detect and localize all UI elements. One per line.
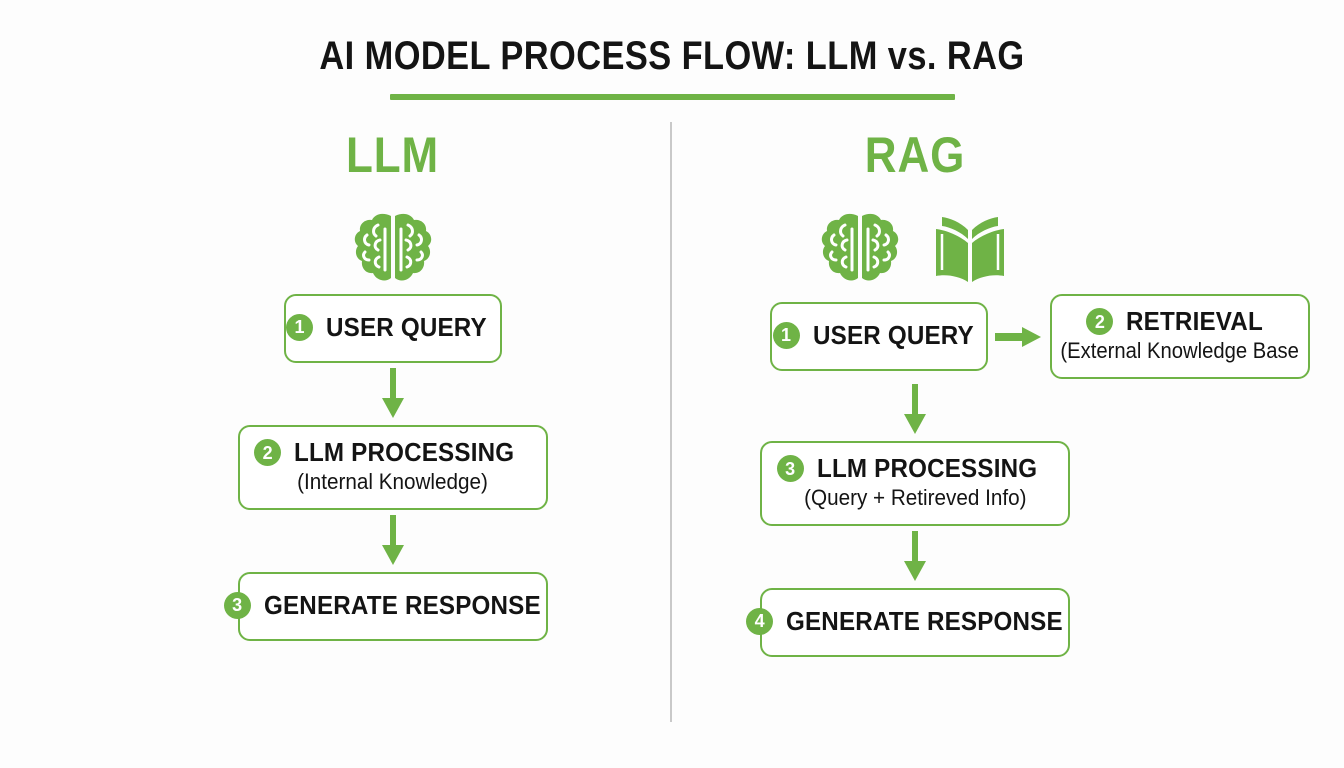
brain-icon — [351, 212, 435, 291]
llm-step-1-main: 1 USER QUERY — [286, 311, 499, 342]
rag-icon-row — [715, 208, 1115, 294]
llm-column-heading: LLM — [345, 127, 440, 183]
llm-arrow-2 — [380, 510, 406, 572]
llm-flow-stack: 1 USER QUERY 2 LLM PROCESSING (Internal … — [175, 294, 610, 641]
arrow-right-icon — [995, 326, 1041, 347]
step-title: LLM PROCESSING — [294, 437, 515, 468]
llm-step-generate-response[interactable]: 3 GENERATE RESPONSE — [223, 572, 548, 641]
step-title: GENERATE RESPONSE — [263, 589, 541, 620]
arrow-down-icon — [904, 531, 926, 581]
title-block: AI MODEL PROCESS FLOW: LLM vs. RAG — [0, 36, 1344, 100]
column-divider — [670, 122, 672, 722]
rag-arrow-2 — [902, 526, 928, 588]
step-badge: 1 — [286, 313, 314, 341]
step-badge: 2 — [254, 439, 282, 467]
rag-step-retrieval[interactable]: 2 RETRIEVAL (External Knowledge Base — [1050, 294, 1310, 379]
llm-step-2-main: 2 LLM PROCESSING — [254, 437, 531, 468]
rag-column: RAG — [715, 130, 1344, 657]
step-subtitle: (External Knowledge Base — [1060, 337, 1300, 363]
rag-arrow-1 — [902, 379, 928, 441]
rag-step-user-query[interactable]: 1 USER QUERY — [770, 302, 988, 371]
step-title: LLM PROCESSING — [816, 453, 1037, 484]
step-subtitle: (Query + Retireved Info) — [803, 484, 1027, 510]
step-title: RETRIEVAL — [1126, 306, 1264, 337]
llm-step-processing[interactable]: 2 LLM PROCESSING (Internal Knowledge) — [237, 425, 548, 510]
step-badge: 2 — [1086, 308, 1114, 336]
step-subtitle: (Internal Knowledge) — [297, 468, 488, 494]
llm-step-user-query[interactable]: 1 USER QUERY — [283, 294, 502, 363]
step-badge: 1 — [772, 321, 800, 349]
step-badge: 4 — [746, 607, 774, 635]
rag-step-4-main: 4 GENERATE RESPONSE — [746, 605, 1084, 636]
rag-arrow-retrieval — [988, 324, 1050, 350]
step-title: GENERATE RESPONSE — [786, 605, 1063, 636]
rag-step-2-main: 2 RETRIEVAL — [1086, 306, 1273, 337]
page-title: AI MODEL PROCESS FLOW: LLM vs. RAG — [319, 34, 1025, 78]
rag-top-row: 1 USER QUERY 2 RETRIEVAL (External Knowl… — [770, 294, 1344, 379]
rag-step-1-main: 1 USER QUERY — [772, 319, 986, 350]
arrow-down-icon — [381, 368, 404, 418]
arrow-down-icon — [904, 384, 926, 434]
rag-step-processing[interactable]: 3 LLM PROCESSING (Query + Retireved Info… — [760, 441, 1070, 526]
rag-column-heading: RAG — [864, 127, 966, 183]
step-title: USER QUERY — [812, 319, 974, 350]
title-underline-bar — [389, 94, 955, 100]
llm-step-3-main: 3 GENERATE RESPONSE — [223, 589, 562, 620]
arrow-down-icon — [381, 515, 404, 565]
rag-step-3-main: 3 LLM PROCESSING — [776, 453, 1054, 484]
llm-column: LLM — [175, 130, 610, 641]
llm-arrow-1 — [380, 363, 406, 425]
open-book-icon — [928, 212, 1012, 291]
step-title: USER QUERY — [326, 311, 487, 342]
step-badge: 3 — [223, 591, 251, 619]
rag-step-generate-response[interactable]: 4 GENERATE RESPONSE — [746, 588, 1070, 657]
rag-flow-stack: 3 LLM PROCESSING (Query + Retireved Info… — [715, 379, 1115, 657]
brain-icon — [818, 212, 902, 291]
llm-icon-row — [175, 208, 610, 294]
step-badge: 3 — [776, 455, 804, 483]
